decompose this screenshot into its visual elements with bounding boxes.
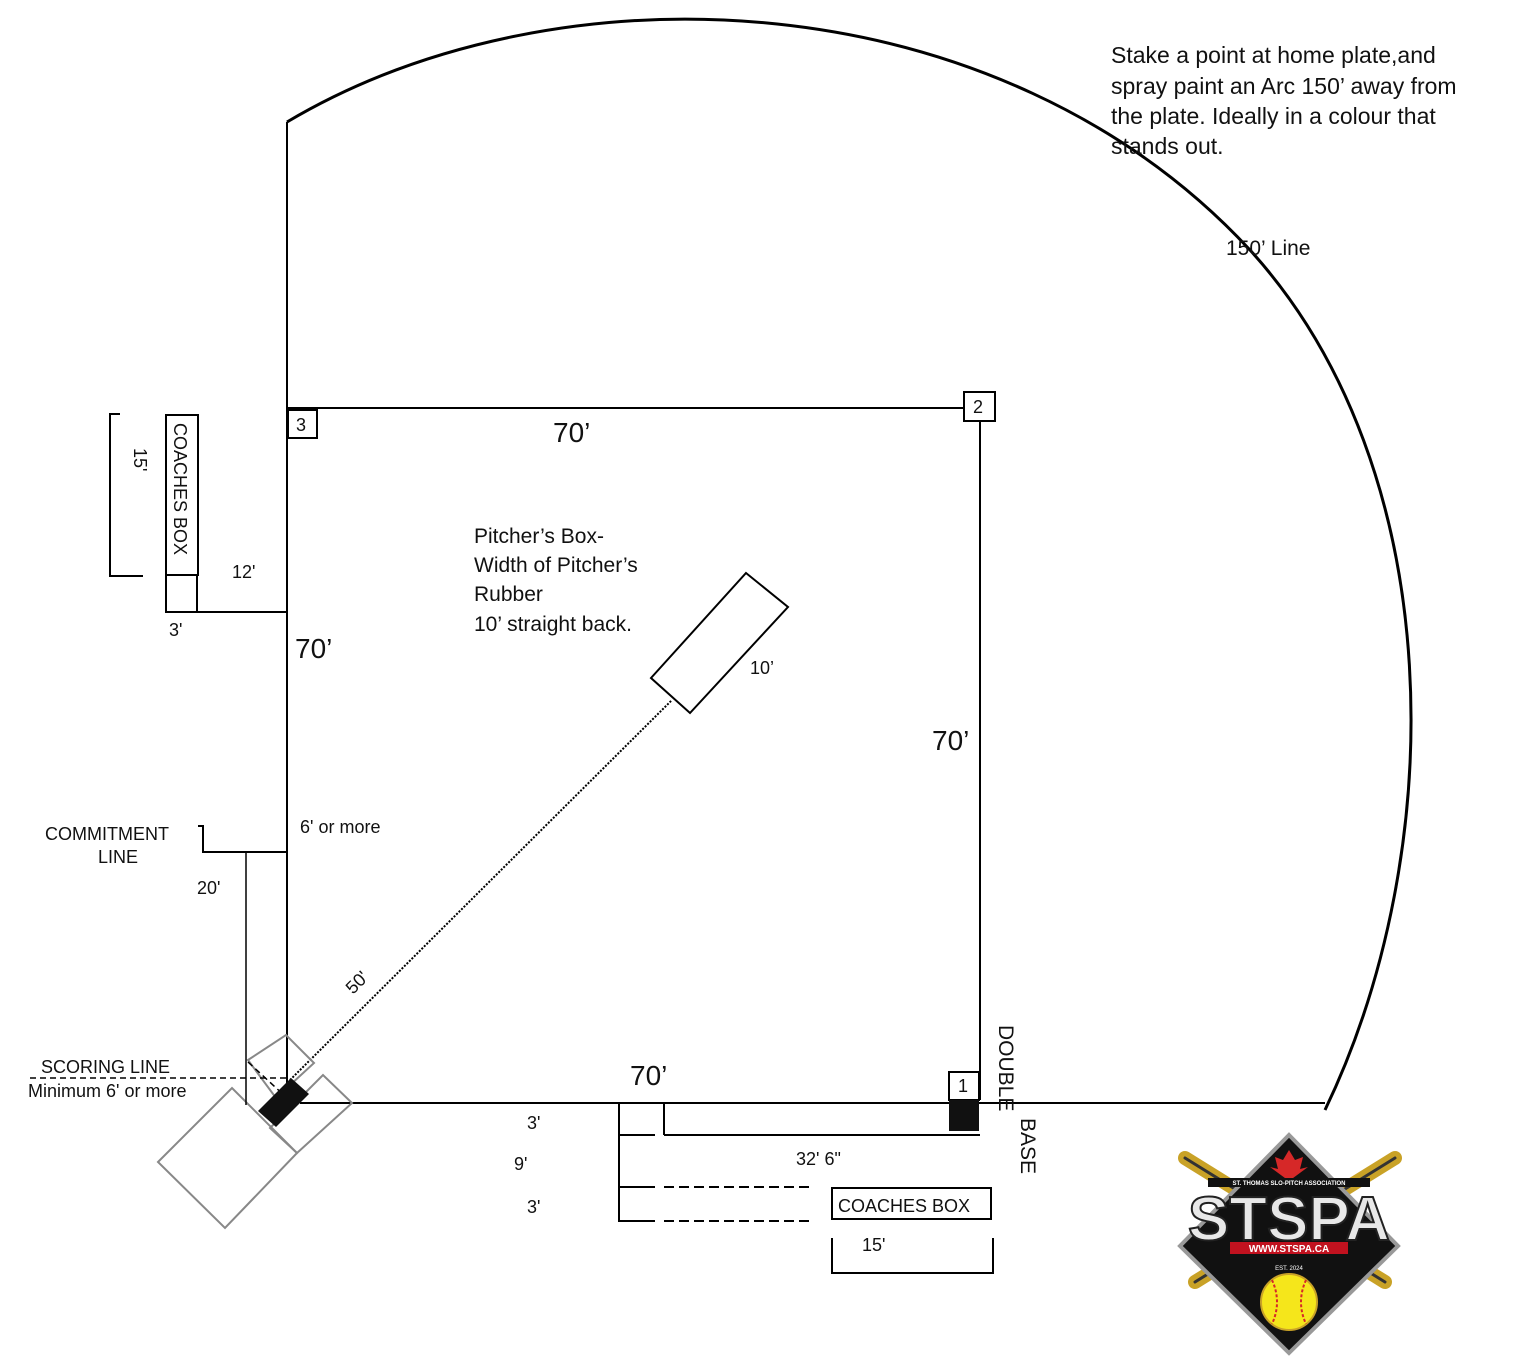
first-coaches-box-label: COACHES BOX — [838, 1196, 970, 1216]
third-coaches-box-label: COACHES BOX — [170, 423, 190, 555]
third-coaches-width: 3' — [169, 620, 182, 640]
third-coaches-box — [165, 414, 199, 576]
second-base-label: 2 — [973, 397, 983, 417]
batters-area — [156, 1033, 354, 1230]
commitment-label-1: COMMITMENT — [45, 824, 169, 844]
third-base-label: 3 — [296, 415, 306, 435]
commitment-label-2: LINE — [98, 847, 138, 867]
first-coaches-length: 15' — [862, 1235, 885, 1255]
third-coaches-offset-line — [165, 575, 287, 613]
first-base — [948, 1071, 980, 1101]
arc-150-line — [286, 17, 1413, 1111]
arc-label: 150’ Line — [1226, 237, 1310, 260]
first-coaches-offset: 32' 6" — [796, 1149, 841, 1169]
home-to-third-distance: 70’ — [295, 633, 332, 664]
instructions-line-4: stands out. — [1111, 133, 1224, 159]
logo-association: ST. THOMAS SLO-PITCH ASSOCIATION — [1232, 1181, 1345, 1187]
pitchers-box-length: 10’ — [750, 658, 774, 678]
maple-leaf-icon — [1270, 1150, 1308, 1181]
third-coaches-length-bracket — [109, 413, 143, 577]
home-plate — [258, 1078, 309, 1127]
first-base-label: 1 — [958, 1076, 968, 1096]
first-coaches-dim-2: 9' — [514, 1154, 527, 1174]
first-to-home-distance: 70’ — [630, 1060, 667, 1091]
second-base — [963, 391, 996, 422]
pitchers-box-note-2: Width of Pitcher’s — [474, 554, 638, 577]
scoring-line-label: SCORING LINE — [41, 1057, 170, 1077]
third-base — [287, 409, 318, 439]
instructions-line-1: Stake a point at home plate,and — [1111, 42, 1436, 68]
first-coaches-dim-3: 3' — [527, 1197, 540, 1217]
scoring-line-note: Minimum 6' or more — [28, 1081, 186, 1101]
pitchers-box — [649, 571, 790, 715]
pitchers-box-note-3: Rubber — [474, 583, 543, 606]
third-coaches-offset: 12' — [232, 562, 255, 582]
third-to-second-distance: 70’ — [553, 417, 590, 448]
softball-icon — [1260, 1273, 1318, 1331]
logo-est: EST. 2024 — [1275, 1266, 1303, 1272]
pitchers-box-note-1: Pitcher’s Box- — [474, 525, 604, 548]
double-base-label-2: BASE — [1016, 1118, 1039, 1174]
second-to-first-distance: 70’ — [932, 725, 969, 756]
instructions-line-2: spray paint an Arc 150’ away from — [1111, 73, 1457, 99]
first-coaches-dim-1: 3' — [527, 1113, 540, 1133]
first-coaches-box — [831, 1187, 992, 1220]
pitch-line — [289, 699, 673, 1081]
commitment-distance: 20' — [197, 878, 220, 898]
pitch-distance: 50' — [342, 967, 373, 998]
first-coaches-structure — [618, 1103, 994, 1274]
logo-url: WWW.STSPA.CA — [1249, 1244, 1329, 1255]
commitment-offset: 6' or more — [300, 817, 380, 837]
double-base-label-1: DOUBLE — [994, 1025, 1017, 1111]
double-base — [949, 1100, 979, 1131]
stspa-logo: ST. THOMAS SLO-PITCH ASSOCIATION STSPA W… — [1177, 1132, 1402, 1356]
commitment-line — [198, 825, 287, 853]
instructions-line-3: the plate. Ideally in a colour that — [1111, 103, 1436, 129]
third-coaches-length: 15' — [130, 448, 150, 471]
pitchers-box-note-4: 10’ straight back. — [474, 613, 632, 636]
